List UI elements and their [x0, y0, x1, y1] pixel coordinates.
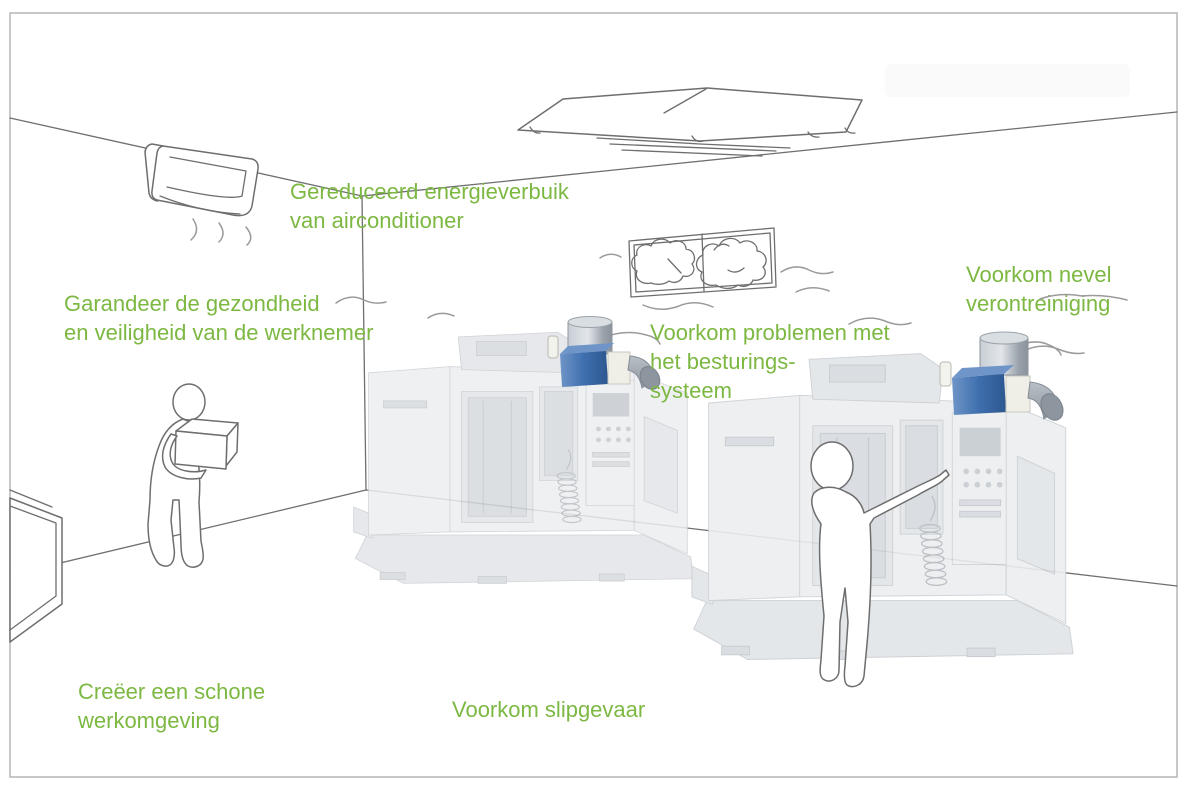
label-control-system: Voorkom problemen met het besturings- sy… — [650, 320, 890, 403]
air-conditioner-icon — [144, 143, 259, 217]
airflow-squiggle-icon — [427, 253, 1085, 355]
airflow-squiggle-icon — [190, 218, 252, 246]
ceiling-light-icon — [517, 87, 863, 157]
side-table — [9, 489, 63, 643]
faded-watermark — [885, 64, 1130, 97]
label-worker-health: Garandeer de gezondheid en veiligheid va… — [64, 291, 374, 345]
worker-carrying-box — [147, 383, 239, 568]
label-mist-contamination: Voorkom nevel verontreiniging — [966, 262, 1112, 316]
label-slip-hazard: Voorkom slipgevaar — [452, 697, 646, 722]
mist-collector-left — [547, 316, 661, 390]
window-clouds-icon — [628, 227, 777, 298]
label-clean-workplace: Creëer een schone werkomgeving — [78, 679, 266, 733]
label-reduced-energy: Gereduceerd energieverbuik van aircondit… — [290, 179, 569, 233]
worker-at-control-panel — [810, 441, 950, 688]
mist-collector-right — [939, 331, 1064, 421]
